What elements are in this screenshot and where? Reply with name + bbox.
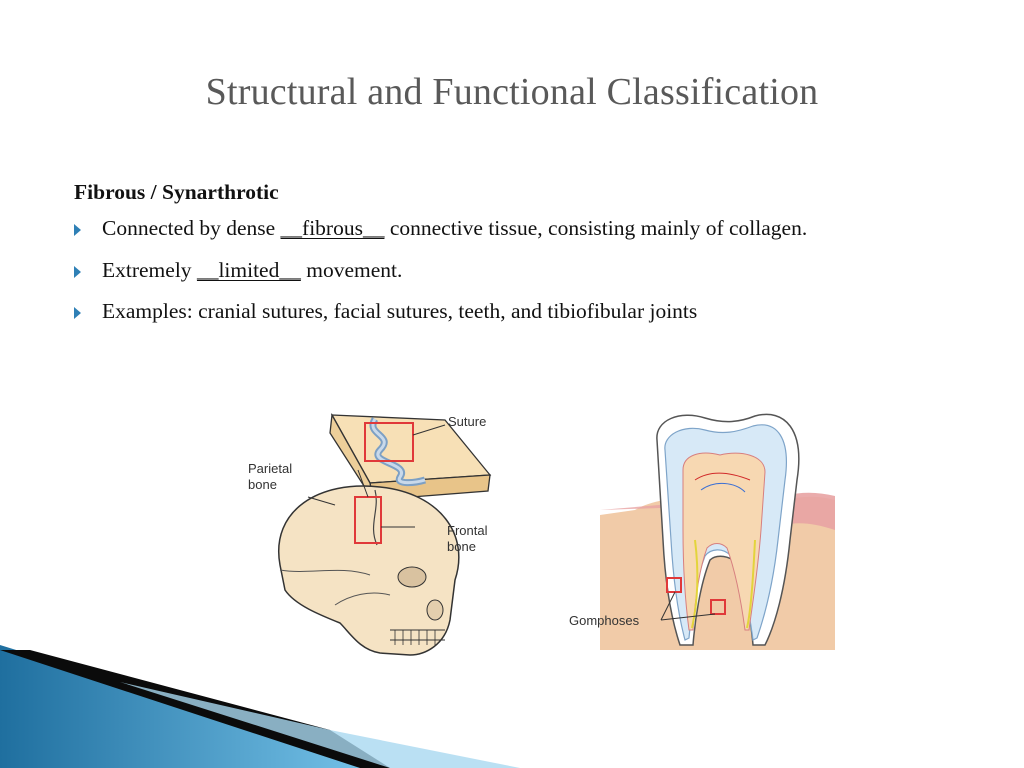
bullet-text-before: Examples: cranial sutures, facial suture…	[102, 298, 698, 323]
bullet-arrow-icon	[74, 265, 81, 278]
gomphoses-label: Gomphoses	[569, 613, 640, 628]
slide-content: Fibrous / Synarthrotic Connected by dens…	[74, 176, 954, 336]
bullet-arrow-icon	[74, 224, 81, 237]
section-heading: Fibrous / Synarthrotic	[74, 180, 279, 204]
fill-in-blank: __limited__	[196, 257, 301, 282]
bullet-arrow-icon	[74, 306, 81, 319]
skull-illustration	[278, 412, 492, 656]
parietal-bone-label: Parietal bone	[248, 461, 293, 492]
tooth-illustration	[600, 413, 835, 650]
bullet-item: Extremely __limited__ movement.	[74, 254, 954, 287]
skull-suture-figure: Suture Parietal bone Frontal bone	[240, 405, 500, 670]
bullet-text-after: connective tissue, consisting mainly of …	[384, 216, 808, 241]
bullet-text-after: movement.	[300, 257, 403, 282]
suture-label: Suture	[448, 414, 487, 429]
bullet-text-before: Extremely	[102, 257, 197, 282]
fill-in-blank: __fibrous__	[280, 216, 385, 241]
bullet-text-before: Connected by dense	[102, 216, 281, 241]
bullet-item: Examples: cranial sutures, facial suture…	[74, 295, 954, 328]
frontal-bone-label: Frontal bone	[447, 523, 488, 554]
tooth-gomphosis-figure: Gomphoses	[565, 410, 845, 680]
slide-title: Structural and Functional Classification	[205, 71, 819, 113]
bullet-item: Connected by dense __fibrous__ connectiv…	[74, 212, 954, 245]
